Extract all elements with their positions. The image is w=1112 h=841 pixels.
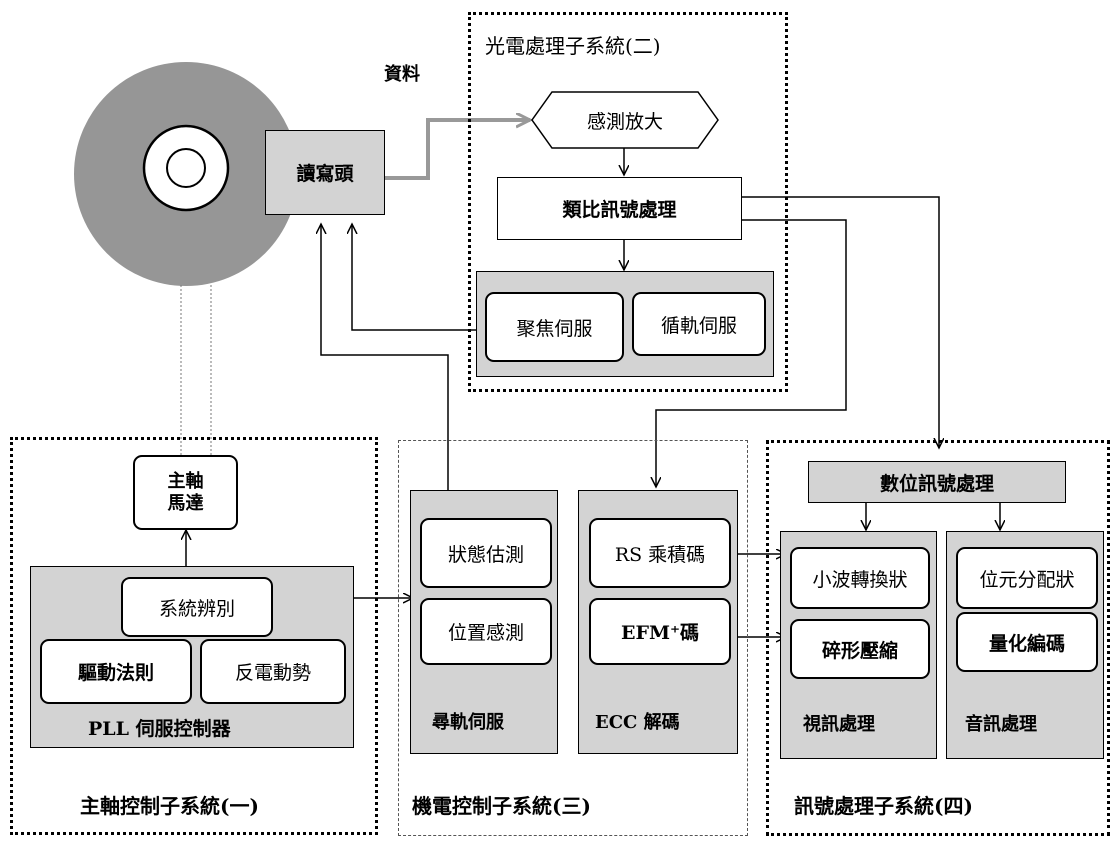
wavelet-transform: 小波轉換狀	[790, 547, 930, 609]
audio-processing-label: 音訊處理	[965, 710, 1037, 736]
spindle-motor: 主軸 馬達	[133, 455, 238, 530]
state-estimation: 狀態估測	[420, 518, 552, 588]
sensing-amp-label: 感測放大	[530, 90, 720, 150]
optical-subsystem-title: 光電處理子系統(二)	[485, 30, 661, 59]
fractal-compression: 碎形壓縮	[790, 619, 930, 679]
data-label: 資料	[384, 60, 420, 86]
analog-signal-processing: 類比訊號處理	[497, 177, 742, 240]
quantization-coding: 量化編碼	[956, 612, 1098, 672]
bit-allocation: 位元分配狀	[956, 547, 1098, 609]
tracking-servo: 循軌伺服	[632, 292, 766, 356]
mechatronic-subsystem-title: 機電控制子系統(三)	[412, 790, 591, 819]
rs-product-code: RS 乘積碼	[589, 518, 731, 588]
efm-plus-code: EFM⁺碼	[589, 598, 731, 665]
digital-signal-processing: 數位訊號處理	[808, 461, 1066, 503]
system-identification: 系統辨別	[121, 577, 273, 637]
spindle-motor-label: 主軸 馬達	[168, 471, 204, 514]
video-processing-label: 視訊處理	[803, 710, 875, 736]
track-servo-label: 尋軌伺服	[432, 708, 504, 734]
focus-servo: 聚焦伺服	[485, 292, 624, 362]
drive-law: 驅動法則	[40, 639, 192, 704]
back-emf: 反電動勢	[200, 639, 346, 704]
signal-subsystem-title: 訊號處理子系統(四)	[794, 790, 973, 819]
spindle-subsystem-title: 主軸控制子系統(一)	[80, 790, 259, 819]
ecc-decode-label: ECC 解碼	[595, 708, 680, 734]
position-sensing: 位置感測	[420, 598, 552, 665]
read-write-head: 讀寫頭	[265, 130, 385, 215]
pll-controller-label: PLL 伺服控制器	[88, 714, 231, 741]
